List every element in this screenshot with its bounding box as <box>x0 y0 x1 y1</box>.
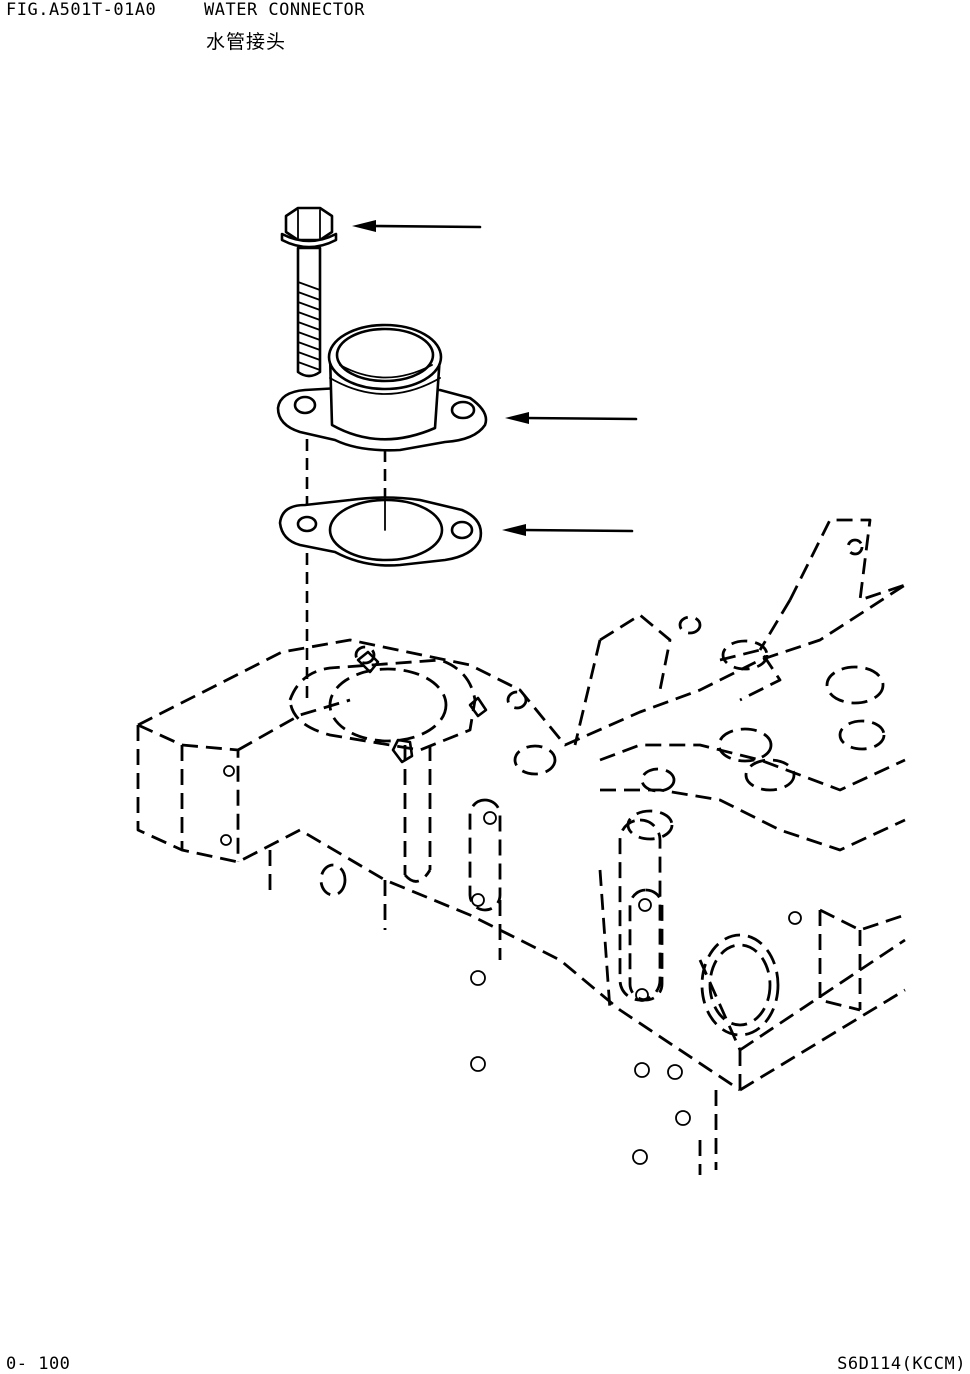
page-number: 0- 100 <box>6 1354 71 1374</box>
callout-arrow-water-connector <box>505 412 638 424</box>
callout-arrow-bolt <box>352 220 482 232</box>
gasket <box>278 494 483 567</box>
model-code: S6D114(KCCM) <box>837 1354 966 1374</box>
callout-arrow-gasket <box>502 524 634 536</box>
figure-title-chinese: 水管接头 <box>206 31 287 53</box>
figure-code: FIG.A501T-01A0 <box>6 0 157 20</box>
water-connector <box>276 323 488 452</box>
figure-title-english: WATER CONNECTOR <box>204 0 366 20</box>
alignment-lines <box>305 420 387 700</box>
cylinder-head-outline <box>136 518 906 1175</box>
flange-bolt <box>280 206 338 378</box>
